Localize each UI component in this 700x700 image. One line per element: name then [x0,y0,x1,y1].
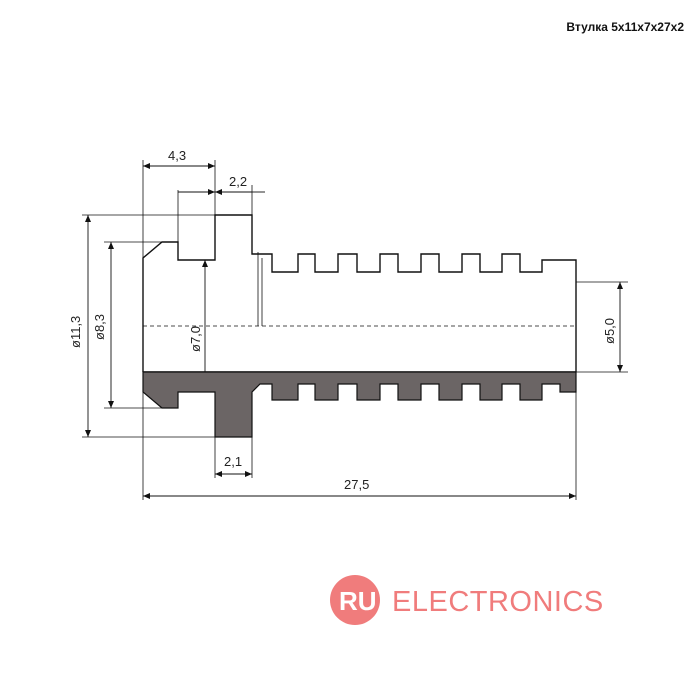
ru-electronics-logo: RU ELECTRONICS [330,575,604,625]
dim-4-3: 4,3 [168,148,186,163]
drawing-title: Втулка 5х11х7х27х2 [566,20,684,34]
dim-dia-11-3: ø11,3 [68,316,83,348]
logo-badge-circle [330,575,380,625]
part-outline-top [142,214,577,372]
logo-text: ELECTRONICS [392,586,604,618]
dim-dia-7-0: ø7,0 [188,326,203,352]
section-fill-bottom [142,371,577,438]
dim-2-1: 2,1 [224,454,242,469]
extension-lines [82,160,628,500]
dim-2-2: 2,2 [229,174,247,189]
dim-dia-8-3: ø8,3 [92,314,107,340]
dim-27-5: 27,5 [344,477,369,492]
logo-badge-text: RU [339,586,377,616]
dim-dia-5-0: ø5,0 [602,318,617,344]
dimension-lines [85,163,623,499]
